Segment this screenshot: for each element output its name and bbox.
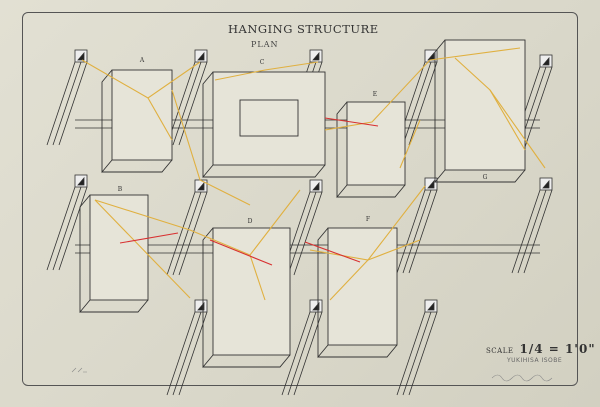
- box-d: [212, 227, 291, 356]
- box-side: [336, 101, 406, 198]
- tension-line: [119, 232, 179, 244]
- box-side: [317, 227, 398, 358]
- signature: [491, 374, 553, 382]
- tension-line: [209, 239, 273, 266]
- box-label: E: [373, 91, 377, 98]
- box-label: A: [139, 57, 145, 64]
- boxes: [79, 39, 526, 368]
- tension-line: [324, 117, 379, 127]
- cable: [399, 119, 421, 169]
- cable: [367, 239, 421, 261]
- cable: [249, 254, 266, 301]
- box-label: F: [366, 216, 370, 223]
- box-e: [346, 101, 406, 186]
- column-cap-mark: [197, 51, 205, 61]
- column-leg: [166, 191, 208, 276]
- tension-lines: [119, 117, 379, 266]
- box-side: [79, 194, 149, 313]
- column-cap-mark: [542, 179, 550, 189]
- column-cap-mark: [427, 179, 435, 189]
- box-c-opening: [239, 99, 299, 137]
- box-side: [434, 39, 526, 183]
- column-cap-mark: [197, 301, 205, 311]
- column-cap-mark: [77, 51, 85, 61]
- drawing-border: [22, 12, 578, 386]
- cable: [489, 89, 526, 151]
- box-b: [89, 194, 149, 301]
- column-cap-mark: [312, 51, 320, 61]
- cable: [147, 97, 173, 141]
- box-side: [101, 69, 173, 173]
- box-side: [202, 71, 326, 178]
- column-leg: [511, 189, 553, 274]
- tension-line: [304, 241, 361, 263]
- box-label: G: [483, 174, 488, 181]
- box-label: B: [118, 186, 123, 193]
- column-cap-mark: [312, 301, 320, 311]
- column-leg: [46, 61, 88, 146]
- scale-value: 1/4 = 1'0": [519, 342, 596, 356]
- column-leg: [396, 311, 438, 396]
- column-cap-mark: [197, 181, 205, 191]
- cable: [171, 89, 251, 206]
- column-cap-mark: [427, 301, 435, 311]
- column-leg: [166, 61, 208, 146]
- column-leg: [396, 189, 438, 274]
- box-side: [202, 227, 291, 368]
- column-cap-mark: [77, 176, 85, 186]
- column-leg: [166, 311, 208, 396]
- column-cap-mark: [542, 56, 550, 66]
- cable: [324, 47, 521, 131]
- drawing-subtitle: PLAN: [251, 40, 279, 49]
- box-f: [327, 227, 398, 346]
- cable: [94, 199, 191, 299]
- box-label: D: [248, 218, 253, 225]
- column-cap-mark: [312, 181, 320, 191]
- author-name: YUKIHISA ISOBE: [507, 357, 563, 364]
- column-leg: [281, 311, 323, 396]
- column-leg: [46, 186, 88, 271]
- box-label: C: [260, 59, 265, 66]
- cables: [81, 47, 546, 301]
- box-a: [111, 69, 173, 161]
- scale-note: SCALE 1/4 = 1'0": [486, 342, 596, 356]
- drawing-title: HANGING STRUCTURE: [228, 22, 379, 36]
- cable: [94, 189, 301, 256]
- cable: [214, 61, 319, 81]
- scale-label: SCALE: [486, 347, 514, 355]
- box-c: [212, 71, 326, 166]
- edition-mark: [71, 367, 87, 373]
- cable: [329, 259, 369, 301]
